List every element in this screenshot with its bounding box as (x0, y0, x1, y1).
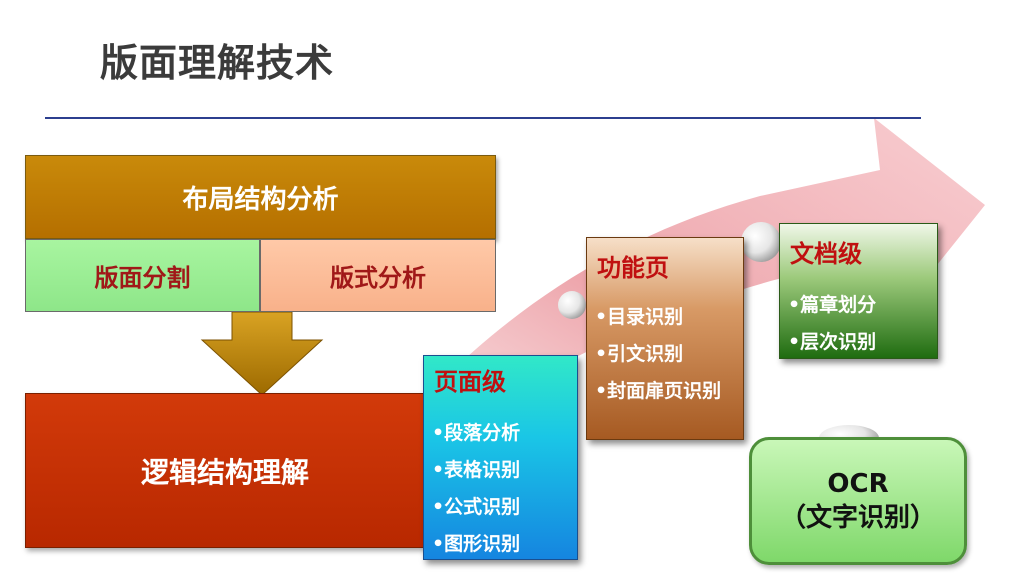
document-level-title: 文档级 (790, 240, 862, 268)
list-item: •图形识别 (432, 533, 521, 555)
ocr-box: OCR （文字识别） (749, 437, 967, 565)
function-page-card: 功能页 •目录识别 •引文识别 •封面扉页识别 (586, 237, 744, 440)
list-item: •引文识别 (595, 343, 684, 365)
list-item: •篇章划分 (788, 294, 877, 316)
list-item: •目录识别 (595, 306, 684, 328)
down-arrow (200, 311, 324, 396)
list-item: •层次识别 (788, 331, 877, 353)
layout-structure-analysis: 布局结构分析 (25, 155, 496, 239)
pearl-3 (741, 222, 781, 262)
list-item: •表格识别 (432, 459, 521, 481)
page-title: 版面理解技术 (100, 41, 335, 85)
pearl-2 (558, 291, 586, 319)
list-item: •段落分析 (432, 422, 521, 444)
format-analysis: 版式分析 (260, 239, 496, 312)
page-level-card: 页面级 •段落分析 •表格识别 •公式识别 •图形识别 (423, 355, 578, 560)
layout-segmentation: 版面分割 (25, 239, 260, 312)
progress-arrow (322, 118, 985, 527)
function-page-title: 功能页 (597, 254, 669, 282)
page-level-title: 页面级 (434, 368, 506, 396)
ocr-label: OCR (827, 469, 889, 499)
list-item: •公式识别 (432, 496, 521, 518)
ocr-sublabel: （文字识别） (779, 503, 936, 533)
document-level-card: 文档级 •篇章划分 •层次识别 (779, 223, 938, 359)
list-item: •封面扉页识别 (595, 380, 722, 402)
title-divider (45, 117, 921, 119)
logical-structure-understanding: 逻辑结构理解 (25, 393, 425, 548)
